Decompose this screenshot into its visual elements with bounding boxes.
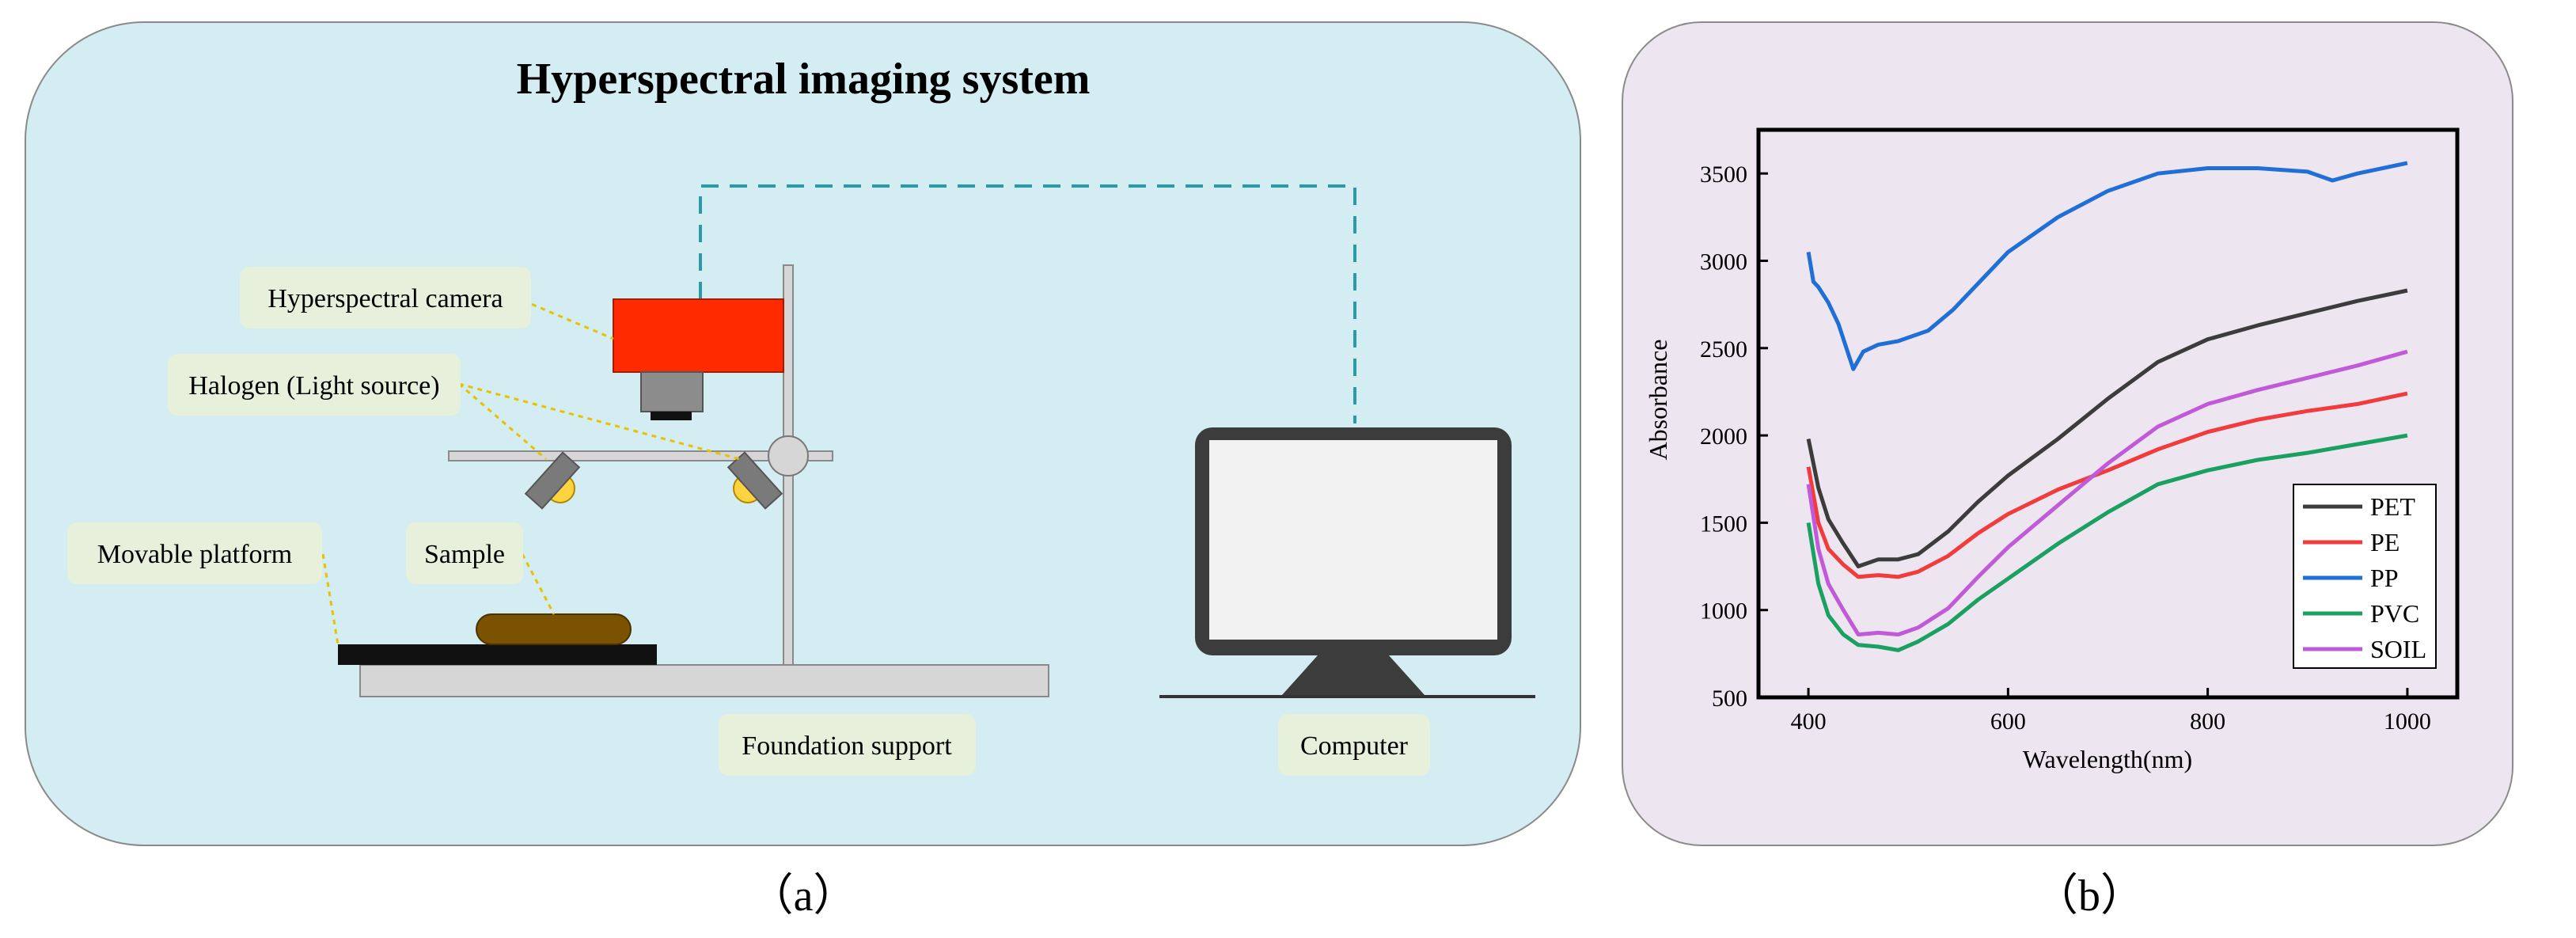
sample [476, 613, 632, 645]
y-tick-label: 1000 [1700, 598, 1747, 625]
caption-a: （a） [749, 872, 858, 921]
absorbance-chart: 400 600 800 1000 500 1000 1500 2000 2500 3000 350… [1644, 127, 2460, 773]
data-cable [699, 184, 1356, 423]
x-axis-label: Wavelength(nm) [2023, 745, 2192, 773]
panel-b-background [1622, 21, 2513, 846]
panel-b: 400 600 800 1000 500 1000 1500 2000 2500 3000 350… [1622, 21, 2513, 846]
panel-a-title: Hyperspectral imaging system [517, 55, 1091, 104]
camera-body [613, 298, 784, 373]
series-line-pvc [1806, 433, 2408, 652]
camera-lens [640, 371, 704, 412]
y-axis-label: Absorbance [1644, 340, 1672, 461]
computer-monitor [1159, 427, 1535, 698]
movable-platform [338, 644, 657, 665]
x-tick-label: 600 [1990, 708, 2026, 735]
legend-label-pvc: PVC [2370, 599, 2419, 628]
label-platform: Movable platform [67, 522, 322, 584]
label-platform-text: Movable platform [97, 540, 292, 569]
label-halogen: Halogen (Light source) [168, 354, 461, 416]
lamp-reflector [727, 451, 783, 510]
series-line-pp [1806, 161, 2408, 371]
y-tick-label: 500 [1712, 685, 1747, 712]
monitor-screen [1209, 440, 1497, 640]
legend-label-soil: SOIL [2370, 635, 2426, 663]
series-lines [1806, 161, 2408, 652]
camera-lens-cap [651, 412, 692, 420]
legend-label-pet: PET [2370, 492, 2415, 521]
label-sample-text: Sample [424, 540, 505, 569]
leader-lines [321, 295, 741, 645]
x-axis-ticks: 400 600 800 1000 [1791, 688, 2431, 735]
y-tick-label: 2000 [1700, 423, 1747, 450]
label-computer: Computer [1278, 714, 1430, 776]
foundation-base [359, 664, 1049, 697]
y-tick-label: 3000 [1700, 249, 1747, 275]
clamp-knob [768, 435, 809, 477]
series-line-pe [1806, 391, 2408, 579]
label-halogen-text: Halogen (Light source) [188, 371, 439, 401]
x-tick-label: 800 [2190, 708, 2225, 735]
y-axis-ticks: 500 1000 1500 2000 2500 3000 3500 [1700, 161, 1768, 712]
caption-b: （b） [2034, 872, 2145, 921]
label-foundation: Foundation support [719, 714, 976, 776]
label-camera-text: Hyperspectral camera [267, 284, 503, 313]
panel-a-background [25, 21, 1581, 846]
y-tick-label: 2500 [1700, 336, 1747, 363]
halogen-lamp-right [727, 451, 783, 510]
label-camera: Hyperspectral camera [240, 267, 531, 328]
y-tick-label: 1500 [1700, 511, 1747, 537]
lamp-reflector [524, 451, 581, 510]
panel-a: Hyperspectral imaging system [25, 21, 1581, 846]
label-foundation-text: Foundation support [742, 731, 952, 761]
legend-label-pe: PE [2370, 528, 2400, 556]
x-tick-label: 400 [1791, 708, 1827, 735]
series-line-pet [1806, 288, 2408, 568]
y-tick-label: 3500 [1700, 161, 1747, 188]
series-line-soil [1806, 349, 2408, 637]
legend-label-pp: PP [2370, 564, 2399, 592]
label-computer-text: Computer [1300, 731, 1409, 761]
legend: PET PE PP PVC SOIL [2293, 484, 2437, 669]
monitor-stand [1282, 655, 1425, 695]
x-tick-label: 1000 [2384, 708, 2431, 735]
label-sample: Sample [406, 522, 523, 584]
plot-frame [1756, 127, 2460, 700]
halogen-lamp-left [524, 451, 581, 510]
